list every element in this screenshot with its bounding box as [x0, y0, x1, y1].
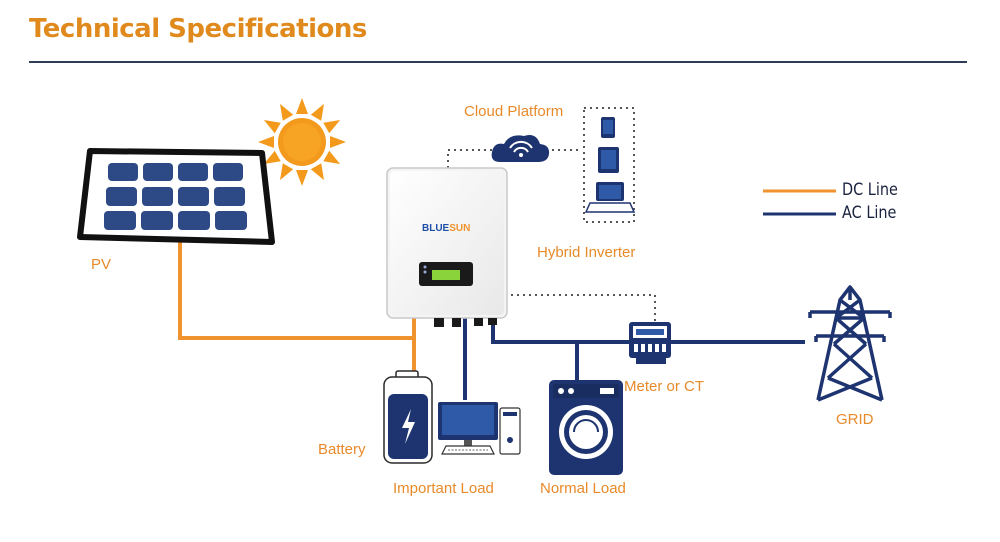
meter-icon: [629, 322, 671, 364]
title-divider: [29, 61, 967, 63]
comm-line-inverter-cloud: [447, 149, 497, 168]
hybrid-inverter-label: Hybrid Inverter: [537, 244, 636, 261]
dc-line-pv-inverter: [178, 232, 416, 340]
cloud-platform-label: Cloud Platform: [464, 103, 564, 120]
inverter-brand-logo: BLUESUN: [422, 223, 470, 234]
solar-panel-icon: [77, 148, 275, 245]
page-title: Technical Specifications: [29, 14, 367, 44]
inverter-icon: BLUESUN: [386, 167, 508, 327]
devices-frame: [583, 107, 635, 223]
battery-icon: [383, 370, 433, 464]
normal-load-label: Normal Load: [540, 480, 626, 497]
tablet-icon: [601, 117, 615, 138]
legend: [763, 189, 836, 216]
ac-line-grid: [491, 318, 805, 344]
comm-connections: [447, 107, 656, 322]
important-load-label: Important Load: [393, 480, 494, 497]
dc-connections: [178, 232, 416, 380]
comm-line-inverter-meter: [505, 294, 656, 322]
laptop-icon: [584, 182, 636, 213]
battery-label: Battery: [318, 441, 366, 458]
grid-label: GRID: [836, 411, 874, 428]
washing-machine-icon: [549, 380, 623, 475]
sun-icon: [258, 98, 346, 186]
legend-ac-label: AC Line: [842, 203, 897, 223]
legend-dc-label: DC Line: [842, 180, 898, 200]
ac-connections: [463, 318, 805, 400]
pv-label: PV: [91, 256, 112, 273]
phone-icon: [598, 147, 619, 173]
cloud-wifi-icon: [491, 135, 550, 162]
computer-icon: [438, 402, 521, 455]
pylon-icon: [808, 285, 892, 402]
meter-label: Meter or CT: [624, 378, 705, 395]
